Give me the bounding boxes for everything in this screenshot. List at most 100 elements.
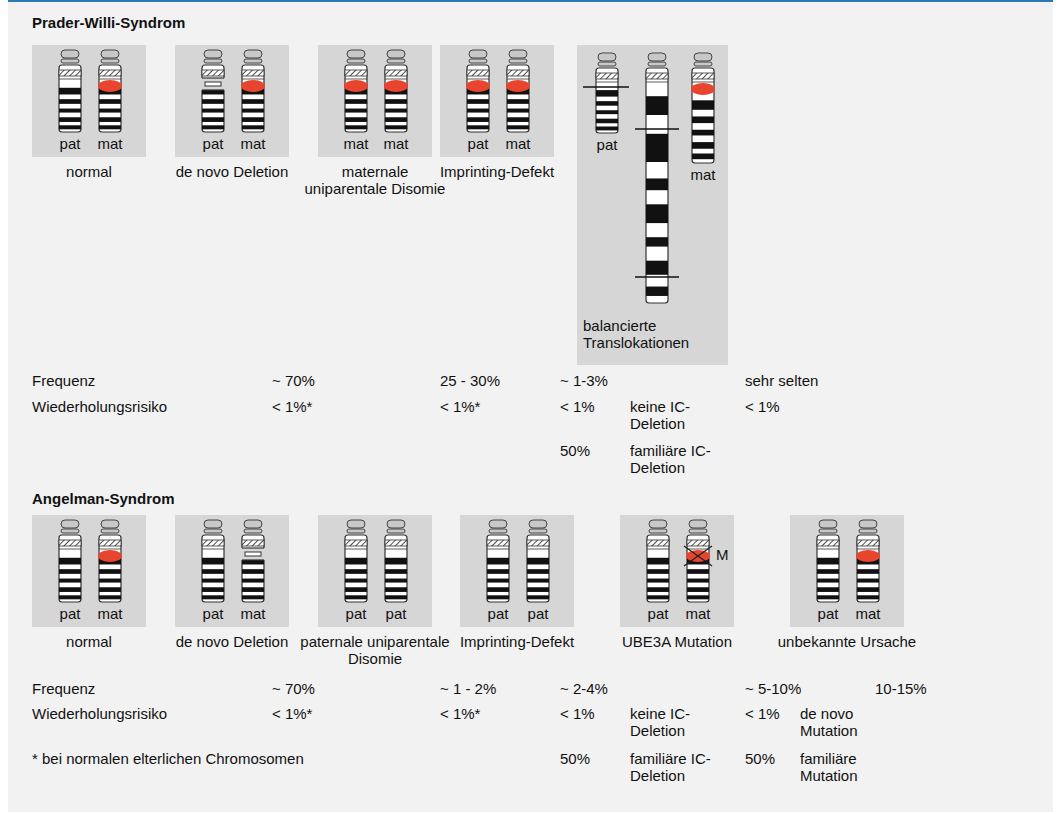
parent-label: mat — [678, 605, 718, 622]
table-cell: familiäre Mutation — [800, 750, 882, 784]
mutation-mark: M — [716, 546, 729, 563]
panel-caption: UBE3A Mutation — [602, 633, 752, 650]
chromosome-panel: pat mat balancierte Translokationen — [577, 45, 728, 365]
parent-label: pat — [638, 605, 678, 622]
chromosome — [384, 50, 408, 132]
table-cell: familiäre IC-Deletion — [630, 442, 722, 476]
table-cell: < 1%* — [272, 705, 312, 722]
parent-label: pat — [587, 136, 627, 153]
chromosome-drawing — [318, 515, 432, 627]
panel-caption: maternale uniparentale Disomie — [300, 163, 450, 197]
parent-label: pat — [458, 135, 498, 152]
chromosome — [466, 50, 490, 132]
table-cell: < 1%* — [440, 705, 480, 722]
chromosome-drawing — [318, 45, 432, 157]
parent-label: pat — [808, 605, 848, 622]
table-cell: ~ 70% — [272, 680, 315, 697]
parent-label: pat — [376, 605, 416, 622]
chromosome — [817, 520, 839, 602]
table-cell: 25 - 30% — [440, 372, 500, 389]
table-cell: < 1% — [560, 705, 595, 722]
parent-label: pat — [50, 135, 90, 152]
chromosome — [59, 520, 81, 602]
panel-caption: normal — [14, 163, 164, 180]
chromosome-drawing — [175, 515, 289, 627]
table-cell: ~ 5-10% — [745, 680, 801, 697]
row-label: Frequenz — [32, 372, 95, 389]
panel-caption: Imprinting-Defekt — [442, 633, 592, 650]
chromosome-drawing — [440, 45, 554, 157]
chromosome — [98, 50, 122, 132]
table-cell: ~ 2-4% — [560, 680, 608, 697]
row-label: Frequenz — [32, 680, 95, 697]
chromosome-drawing — [32, 45, 146, 157]
chromosome-drawing — [175, 45, 289, 157]
chromosome — [59, 50, 81, 132]
parent-label: pat — [336, 605, 376, 622]
parent-label: mat — [336, 135, 376, 152]
chromosome-panel: matmatmaternale uniparentale Disomie — [318, 45, 432, 157]
chromosome — [202, 520, 224, 602]
section-heading: Prader-Willi-Syndrom — [32, 14, 185, 31]
chromosome-drawing — [32, 515, 146, 627]
table-cell: 50% — [560, 750, 590, 767]
chromosome-panel: patmatde novo Deletion — [175, 45, 289, 157]
parent-label: pat — [518, 605, 558, 622]
table-cell: ~ 1 - 2% — [440, 680, 496, 697]
table-cell: ~ 70% — [272, 372, 315, 389]
chromosome — [201, 50, 225, 132]
table-cell: < 1%* — [272, 398, 312, 415]
chromosome-panel: patmatnormal — [32, 45, 146, 157]
table-cell: < 1%* — [440, 398, 480, 415]
chromosome-panel: patmatunbekannte Ursache — [790, 515, 904, 627]
table-cell: < 1% — [745, 398, 780, 415]
chromosome — [596, 53, 618, 133]
panel-caption: balancierte Translokationen — [583, 317, 723, 351]
chromosome-panel: patmatUBE3A Mutation — [620, 515, 734, 627]
parent-label: pat — [193, 135, 233, 152]
chromosome-drawing — [790, 515, 904, 627]
chromosome — [527, 520, 549, 602]
parent-label: mat — [376, 135, 416, 152]
table-cell: 50% — [745, 750, 775, 767]
chromosome — [647, 520, 669, 602]
table-cell: keine IC-Deletion — [630, 398, 722, 432]
table-cell: de novo Mutation — [800, 705, 870, 739]
chromosome-panel: patpatImprinting-Defekt — [460, 515, 574, 627]
parent-label: mat — [233, 605, 273, 622]
panel-caption: paternale uniparentale Disomie — [300, 633, 450, 667]
chromosome-panel: patpatpaternale uniparentale Disomie — [318, 515, 432, 627]
footnote: * bei normalen elterlichen Chromosomen — [32, 750, 304, 767]
panel-caption: normal — [14, 633, 164, 650]
chromosome — [385, 520, 407, 602]
row-label: Wiederholungsrisiko — [32, 398, 167, 415]
parent-label: mat — [90, 135, 130, 152]
parent-label: mat — [848, 605, 888, 622]
chromosome — [487, 520, 509, 602]
chromosome — [344, 50, 368, 132]
chromosome — [646, 53, 668, 303]
parent-label: pat — [193, 605, 233, 622]
parent-label: mat — [683, 166, 723, 183]
parent-label: pat — [478, 605, 518, 622]
table-cell: 50% — [560, 442, 590, 459]
table-cell: ~ 1-3% — [560, 372, 608, 389]
chromosome — [241, 50, 265, 132]
chromosome-drawing — [460, 515, 574, 627]
chromosome — [684, 520, 712, 602]
table-cell: sehr selten — [745, 372, 818, 389]
chromosome — [506, 50, 530, 132]
table-cell: 10-15% — [875, 680, 927, 697]
chromosome-panel: patmatImprinting-Defekt — [440, 45, 554, 157]
chromosome — [345, 520, 367, 602]
row-label: Wiederholungsrisiko — [32, 705, 167, 722]
table-cell: familiäre IC-Deletion — [630, 750, 722, 784]
chromosome — [241, 520, 265, 602]
chromosome — [98, 520, 122, 602]
panel-caption: Imprinting-Defekt — [422, 163, 572, 180]
chromosome — [691, 53, 715, 163]
chromosome — [856, 520, 880, 602]
panel-caption: de novo Deletion — [157, 633, 307, 650]
chromosome-panel: patmatde novo Deletion — [175, 515, 289, 627]
chromosome-panel: patmatnormal — [32, 515, 146, 627]
